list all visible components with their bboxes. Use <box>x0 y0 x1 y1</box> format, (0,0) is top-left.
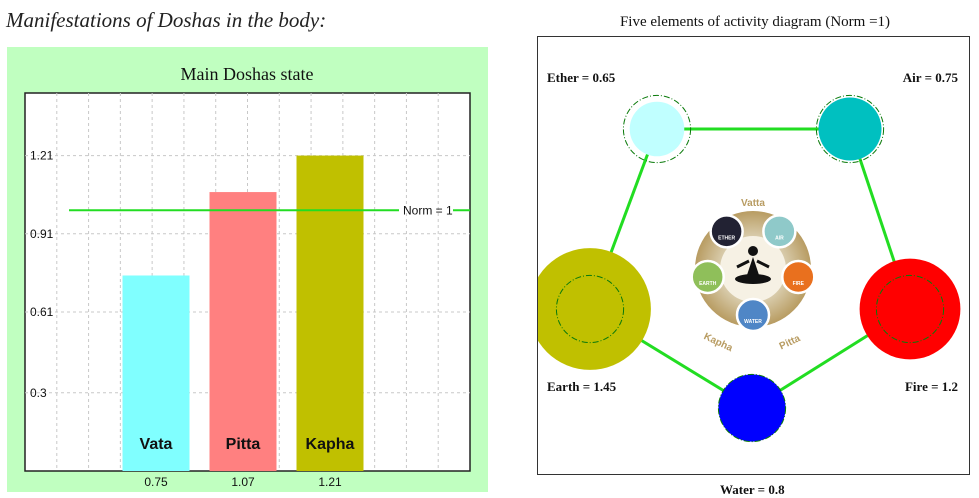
node-water <box>717 373 787 443</box>
badge-text: ETHER <box>718 235 735 241</box>
y-tick-label: 0.91 <box>30 227 54 241</box>
norm-ring-water <box>717 373 787 443</box>
badge-ether: ETHER <box>709 214 744 249</box>
node-circle-water <box>718 374 786 442</box>
bar-kapha <box>296 155 364 471</box>
norm-ring-air <box>815 94 885 164</box>
label-earth: Earth = 1.45 <box>547 379 617 394</box>
badge-circle <box>690 259 725 295</box>
emblem-text-left: Kapha <box>702 331 735 354</box>
label-ether: Ether = 0.65 <box>547 70 616 85</box>
doshas-bar-chart: Main Doshas state Vata Pitta Kapha Norm = … <box>24 64 471 489</box>
y-tick-labels: 0.3 0.61 0.91 1.21 <box>30 149 54 400</box>
node-air <box>815 94 885 164</box>
norm-ring-ether <box>622 94 692 164</box>
y-tick-label: 0.61 <box>30 305 54 319</box>
norm-ring-fire <box>875 274 945 344</box>
badge-fire: FIRE <box>781 259 816 295</box>
norm-ring-earth <box>555 274 625 344</box>
y-tick-label: 1.21 <box>30 149 54 163</box>
value-label: 1.21 <box>318 475 342 489</box>
section-heading: Manifestations of Doshas in the body: <box>6 8 327 32</box>
node-fire <box>859 258 961 360</box>
figure-legs <box>735 274 771 284</box>
diagram-title: Five elements of activity diagram (Norm … <box>619 14 891 30</box>
y-tick-label: 0.3 <box>30 386 47 400</box>
label-fire: Fire = 1.2 <box>905 379 958 394</box>
bar-pitta <box>209 192 277 471</box>
node-circle-earth <box>538 248 651 370</box>
badge-text: WATER <box>744 319 762 325</box>
figure-head <box>748 246 758 256</box>
bars: Vata Pitta Kapha <box>122 155 364 471</box>
badge-water: WATER <box>735 297 771 333</box>
bar-label-pitta: Pitta <box>226 436 261 453</box>
water-value-label: Water = 0.8 <box>720 482 785 497</box>
badge-text: AIR <box>775 235 784 241</box>
bar-label-kapha: Kapha <box>306 436 355 453</box>
doshas-chart-panel: Main Doshas state Vata Pitta Kapha Norm = … <box>7 47 488 492</box>
value-label: 1.07 <box>231 475 255 489</box>
node-circle-air <box>818 97 882 161</box>
value-label: 0.75 <box>144 475 168 489</box>
node-earth <box>538 248 651 370</box>
badge-circle <box>709 214 744 249</box>
bar-vata <box>122 275 190 471</box>
chart-title: Main Doshas state <box>181 64 314 84</box>
badge-circle <box>781 259 816 295</box>
figure-arms <box>736 259 770 269</box>
badge-air: AIR <box>762 214 797 249</box>
norm-line-label: Norm = 1 <box>403 203 453 217</box>
badge-circle <box>735 297 771 333</box>
figure-torso <box>747 257 759 275</box>
label-air: Air = 0.75 <box>903 70 959 85</box>
emblem-text-top: Vatta <box>741 198 765 209</box>
node-ether <box>622 94 692 164</box>
norm-line-group: Norm = 1 <box>69 203 470 217</box>
emblem-text-right: Pitta <box>778 333 803 352</box>
bar-label-vata: Vata <box>140 436 173 453</box>
badge-earth: EARTH <box>690 259 725 295</box>
element-nodes <box>538 94 961 443</box>
node-circle-fire <box>859 258 961 360</box>
node-circle-ether <box>629 101 685 157</box>
value-labels: 0.75 1.07 1.21 <box>144 475 342 489</box>
badge-text: EARTH <box>699 281 717 287</box>
badge-circle <box>762 214 797 249</box>
badge-text: FIRE <box>793 281 805 287</box>
